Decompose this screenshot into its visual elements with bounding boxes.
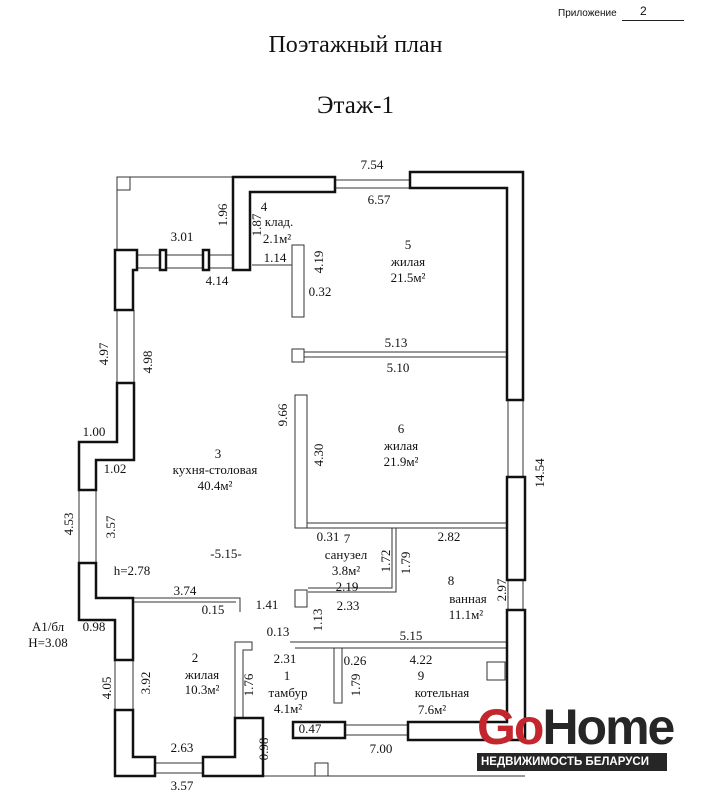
room-9-name: котельная (415, 685, 470, 700)
dim: 4.97 (96, 342, 111, 365)
room-8-area: 11.1м² (449, 607, 483, 622)
dim: 3.01 (171, 229, 194, 244)
dim: 1.76 (241, 673, 256, 696)
room-1-area: 4.1м² (274, 701, 302, 716)
dim: 1.87 (249, 213, 264, 236)
room-3-area: 40.4м² (198, 478, 233, 493)
dim: 0.98 (256, 738, 271, 761)
thick-walls (77, 170, 527, 778)
room-2-area: 10.3м² (185, 682, 220, 697)
dim: 3.92 (138, 672, 153, 695)
thin-outlines (78, 176, 525, 777)
dim: 2.82 (438, 529, 461, 544)
dim: 2.63 (171, 740, 194, 755)
dim: 4.19 (311, 251, 326, 274)
dim: 9.66 (275, 403, 290, 426)
dim: 1.41 (256, 597, 279, 612)
room-6-area: 21.9м² (384, 454, 419, 469)
room-5-name: жилая (390, 254, 425, 269)
room-4-area: 2.1м² (263, 231, 291, 246)
dim: 3.74 (174, 583, 197, 598)
block-note: А1/бл (32, 619, 65, 634)
dim: 1.02 (104, 461, 127, 476)
floor-label: Этаж-1 (317, 92, 394, 119)
dimension-labels: 7.54 6.57 3.01 1.14 4.14 0.32 5.13 5.10 … (28, 157, 547, 793)
dim: 5.13 (385, 335, 408, 350)
room-7-area: 3.8м² (332, 563, 360, 578)
dim: 0.26 (344, 653, 367, 668)
room-2-number: 2 (192, 650, 199, 665)
dim: -5.15- (210, 546, 241, 561)
height-note: H=3.08 (28, 635, 67, 650)
appendix-number: 2 (640, 4, 647, 18)
dim: 2.19 (336, 579, 359, 594)
room-9-number: 9 (418, 668, 425, 683)
dim: 6.57 (368, 192, 391, 207)
dim: 2.31 (274, 651, 297, 666)
dim: 5.15 (400, 628, 423, 643)
logo-subtitle: НЕДВИЖИМОСТЬ БЕЛАРУСИ (477, 753, 667, 771)
dim: 1.00 (83, 424, 106, 439)
appendix-label: Приложение (558, 8, 617, 19)
room-5-area: 21.5м² (391, 270, 426, 285)
room-4-name: клад. (265, 214, 293, 229)
dim: 1.96 (215, 203, 230, 226)
room-8-name: ванная (449, 591, 486, 606)
dim: 0.13 (267, 624, 290, 639)
dim: 4.14 (206, 273, 229, 288)
dim: 4.30 (311, 444, 326, 467)
gohome-logo: GoHome НЕДВИЖИМОСТЬ БЕЛАРУСИ (477, 702, 675, 771)
dim: 3.57 (103, 515, 118, 538)
dim: h=2.78 (114, 563, 151, 578)
room-9-area: 7.6м² (418, 702, 446, 717)
dim: 1.79 (398, 552, 413, 575)
room-8-number: 8 (448, 573, 455, 588)
dim: 4.22 (410, 652, 433, 667)
dim: 3.57 (171, 778, 194, 793)
dim: 1.14 (264, 250, 287, 265)
dim: 0.98 (83, 619, 106, 634)
dim: 4.53 (61, 513, 76, 536)
room-4-number: 4 (261, 199, 268, 214)
dim: 1.79 (348, 674, 363, 697)
room-2-name: жилая (184, 667, 219, 682)
logo-go: Go (477, 699, 544, 755)
logo-home: Home (542, 699, 675, 755)
room-labels: 4 клад. 2.1м² 5 жилая 21.5м² 6 жилая 21.… (173, 199, 487, 717)
dim: 0.32 (309, 284, 332, 299)
dim: 7.00 (370, 741, 393, 756)
dim: 5.10 (387, 360, 410, 375)
dim: 4.05 (99, 677, 114, 700)
dim: 4.98 (140, 351, 155, 374)
dim: 1.13 (310, 609, 325, 632)
room-6-name: жилая (383, 438, 418, 453)
dim: 2.97 (494, 578, 509, 601)
room-3-name: кухня-столовая (173, 462, 258, 477)
dim: 0.31 (317, 529, 340, 544)
dim: 7.54 (361, 157, 384, 172)
room-6-number: 6 (398, 421, 405, 436)
dim: 0.47 (299, 721, 322, 736)
dim: 0.15 (202, 602, 225, 617)
room-3-number: 3 (215, 446, 222, 461)
room-1-name: тамбур (269, 685, 308, 700)
dim: 2.33 (337, 598, 360, 613)
page-title: Поэтажный план (268, 32, 443, 58)
room-5-number: 5 (405, 237, 412, 252)
dim: 14.54 (532, 458, 547, 488)
room-1-number: 1 (284, 668, 291, 683)
room-7-name: санузел (325, 547, 368, 562)
appendix-underline (622, 20, 684, 21)
room-7-number: 7 (344, 531, 351, 546)
dim: 1.72 (378, 550, 393, 573)
